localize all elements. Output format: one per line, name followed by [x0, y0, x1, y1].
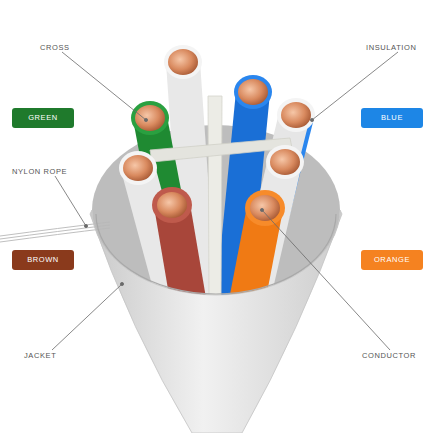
part-label: NYLON ROPE	[12, 168, 67, 176]
conductor-end	[157, 192, 187, 218]
insulation-end	[119, 151, 157, 185]
conductor-end	[135, 105, 165, 131]
insulation-end	[234, 75, 272, 109]
color-label-box: ORANGE	[361, 250, 423, 270]
conductor-end	[250, 195, 280, 221]
color-name: GREEN	[28, 114, 58, 122]
leader-line	[62, 52, 146, 120]
part-label: INSULATION	[366, 44, 416, 52]
jacket-rim	[96, 214, 336, 294]
insulation-end	[245, 190, 285, 226]
conductor-end	[123, 155, 153, 181]
cross-separator	[208, 96, 222, 300]
insulation-end	[152, 187, 192, 223]
insulation-end	[277, 98, 315, 132]
rope-strand	[0, 228, 110, 242]
color-label-box: GREEN	[12, 108, 74, 128]
leader-dot	[84, 224, 87, 227]
conductor-end	[281, 102, 311, 128]
color-name: BROWN	[27, 256, 59, 264]
leader-dot	[260, 208, 263, 211]
leader-line	[262, 210, 390, 350]
insulation-end	[266, 145, 304, 179]
leader-dot	[120, 282, 123, 285]
insulation-end	[131, 101, 169, 135]
conductor-end	[238, 79, 268, 105]
rope-strand	[0, 225, 110, 239]
part-label: JACKET	[24, 352, 56, 360]
conductor-end	[168, 49, 198, 75]
conductor-end	[270, 149, 300, 175]
color-name: BLUE	[381, 114, 403, 122]
leader-dot	[144, 118, 147, 121]
color-label-box: BROWN	[12, 250, 74, 270]
part-label: CONDUCTOR	[362, 352, 416, 360]
color-name: ORANGE	[374, 256, 410, 264]
part-label: CROSS	[40, 44, 70, 52]
leader-line	[55, 176, 86, 226]
insulation-end	[164, 45, 202, 79]
leader-line	[52, 284, 122, 350]
jacket-wall	[90, 210, 342, 433]
leader-dot	[310, 118, 313, 121]
leader-lines	[52, 52, 398, 350]
color-label-box: BLUE	[361, 108, 423, 128]
